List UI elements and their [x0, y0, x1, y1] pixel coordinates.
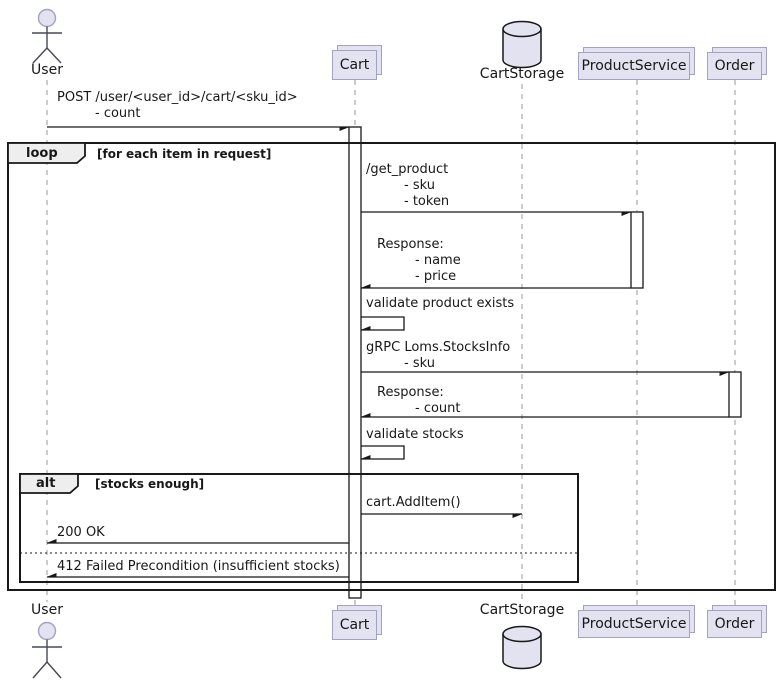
participant-label-user-top: User: [31, 62, 63, 78]
participant-productservice-bottom: ProductService: [578, 605, 695, 638]
participant-label-order-bottom: Order: [714, 616, 755, 632]
participant-order-top: Order: [707, 47, 767, 80]
participant-cart-top: Cart: [332, 45, 382, 80]
message-stocks-response: Response: - count: [377, 385, 461, 416]
participant-label-order-top: Order: [714, 58, 755, 74]
loop-condition: [for each item in request]: [97, 147, 272, 161]
cartstorage-database-icon-bottom: [502, 625, 542, 670]
alt-keyword: alt: [36, 476, 56, 491]
participant-order-bottom: Order: [707, 605, 767, 638]
message-validate-stocks: validate stocks: [366, 427, 464, 442]
loop-frame: [7, 142, 776, 591]
participant-cart-bottom: Cart: [332, 605, 382, 640]
order-activation-bar: [728, 371, 742, 418]
participant-label-productservice-bottom: ProductService: [581, 616, 687, 632]
participant-label-cartstorage-bottom: CartStorage: [479, 602, 565, 618]
message-412-failed: 412 Failed Precondition (insufficient st…: [57, 559, 340, 574]
participant-label-user-bottom: User: [31, 602, 63, 618]
cart-activation-bar: [348, 126, 362, 599]
loop-keyword: loop: [26, 146, 58, 161]
message-validate-product: validate product exists: [366, 296, 515, 311]
user-actor-icon-bottom: [32, 621, 62, 679]
arrow-validate-stocks-self: [361, 445, 405, 460]
message-add-item: cart.AddItem(): [366, 495, 461, 510]
productservice-activation-bar: [630, 211, 644, 289]
participant-label-cart-bottom: Cart: [339, 617, 370, 633]
participant-label-productservice-top: ProductService: [581, 58, 687, 74]
message-post-cart: POST /user/<user_id>/cart/<sku_id> - cou…: [57, 90, 298, 121]
alt-frame: [19, 473, 579, 583]
message-product-response: Response: - name - price: [377, 237, 461, 284]
participant-label-cart-top: Cart: [339, 57, 370, 73]
user-actor-icon: [32, 8, 62, 64]
message-200-ok: 200 OK: [57, 525, 105, 540]
alt-condition: [stocks enough]: [95, 477, 205, 491]
message-stocks-info: gRPC Loms.StocksInfo - sku: [366, 340, 511, 371]
arrow-validate-product-self: [361, 316, 405, 331]
participant-productservice-top: ProductService: [578, 47, 695, 80]
cartstorage-database-icon: [502, 20, 542, 69]
participant-label-cartstorage-top: CartStorage: [479, 66, 565, 82]
message-get-product: /get_product - sku - token: [366, 162, 450, 209]
